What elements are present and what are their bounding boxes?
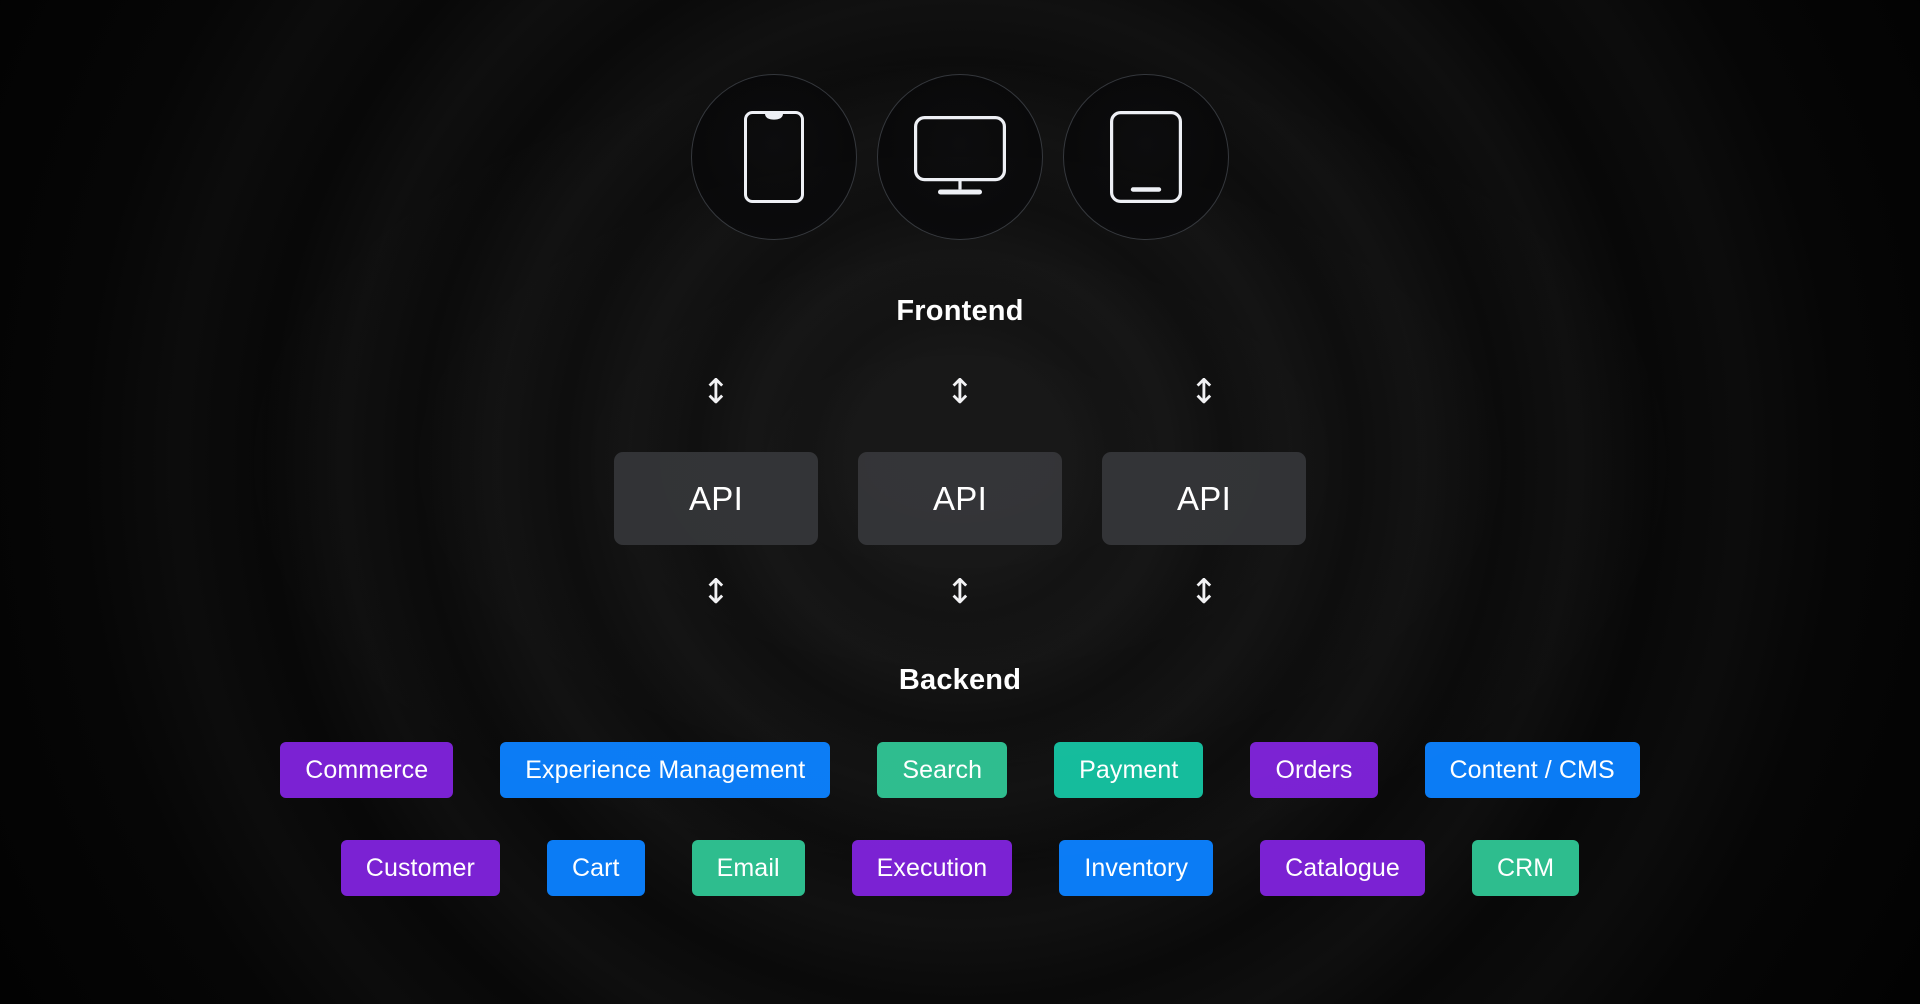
- monitor-icon: [914, 116, 1006, 198]
- api-layer: API API API: [0, 452, 1920, 545]
- api-cell: API: [1082, 452, 1326, 545]
- backend-service-badge[interactable]: Inventory: [1059, 840, 1214, 896]
- device-circle-mobile-phone[interactable]: [691, 74, 857, 240]
- bidirectional-arrow-icon: ↕: [701, 372, 731, 412]
- backend-service-badge[interactable]: CRM: [1471, 840, 1580, 896]
- backend-section-label: Backend: [898, 664, 1022, 696]
- backend-service-badge[interactable]: Experience Management: [500, 742, 831, 798]
- bidirectional-arrow-icon: ↕: [1189, 372, 1219, 412]
- device-circle-desktop-monitor[interactable]: [877, 74, 1043, 240]
- api-box[interactable]: API: [614, 452, 818, 545]
- api-box[interactable]: API: [858, 452, 1062, 545]
- backend-service-badge[interactable]: Email: [691, 840, 805, 896]
- connector-cell: ↕: [1082, 575, 1326, 609]
- bidirectional-arrow-icon: ↕: [1189, 572, 1219, 612]
- api-cell: API: [594, 452, 838, 545]
- backend-service-badge[interactable]: Customer: [340, 840, 500, 896]
- device-circle-tablet[interactable]: [1063, 74, 1229, 240]
- connector-cell: ↕: [594, 375, 838, 409]
- phone-icon: [744, 111, 804, 203]
- backend-service-badge[interactable]: Search: [877, 742, 1008, 798]
- bidirectional-arrow-icon: ↕: [701, 572, 731, 612]
- connector-cell: ↕: [1082, 375, 1326, 409]
- backend-service-badge[interactable]: Content / CMS: [1424, 742, 1640, 798]
- frontend-section-label: Frontend: [896, 295, 1024, 327]
- backend-service-badge[interactable]: Orders: [1250, 742, 1378, 798]
- connector-cell: ↕: [594, 575, 838, 609]
- connector-cell: ↕: [838, 575, 1082, 609]
- backend-service-row-2: Customer Cart Email Execution Inventory Catal…: [0, 840, 1920, 896]
- api-box[interactable]: API: [1102, 452, 1306, 545]
- connector-arrows-api-to-backend: ↕ ↕ ↕: [0, 575, 1920, 609]
- backend-service-badge[interactable]: Execution: [851, 840, 1013, 896]
- connector-arrows-frontend-to-api: ↕ ↕ ↕: [0, 375, 1920, 409]
- bidirectional-arrow-icon: ↕: [945, 572, 975, 612]
- backend-service-badge[interactable]: Cart: [546, 840, 645, 896]
- backend-service-row-1: Commerce Experience Management Search Payme…: [0, 742, 1920, 798]
- bidirectional-arrow-icon: ↕: [945, 372, 975, 412]
- frontend-device-group: [0, 74, 1920, 240]
- backend-service-badge[interactable]: Catalogue: [1260, 840, 1425, 896]
- api-cell: API: [838, 452, 1082, 545]
- connector-cell: ↕: [838, 375, 1082, 409]
- backend-service-badge[interactable]: Commerce: [280, 742, 454, 798]
- backend-service-badge[interactable]: Payment: [1054, 742, 1204, 798]
- tablet-icon: [1110, 111, 1182, 203]
